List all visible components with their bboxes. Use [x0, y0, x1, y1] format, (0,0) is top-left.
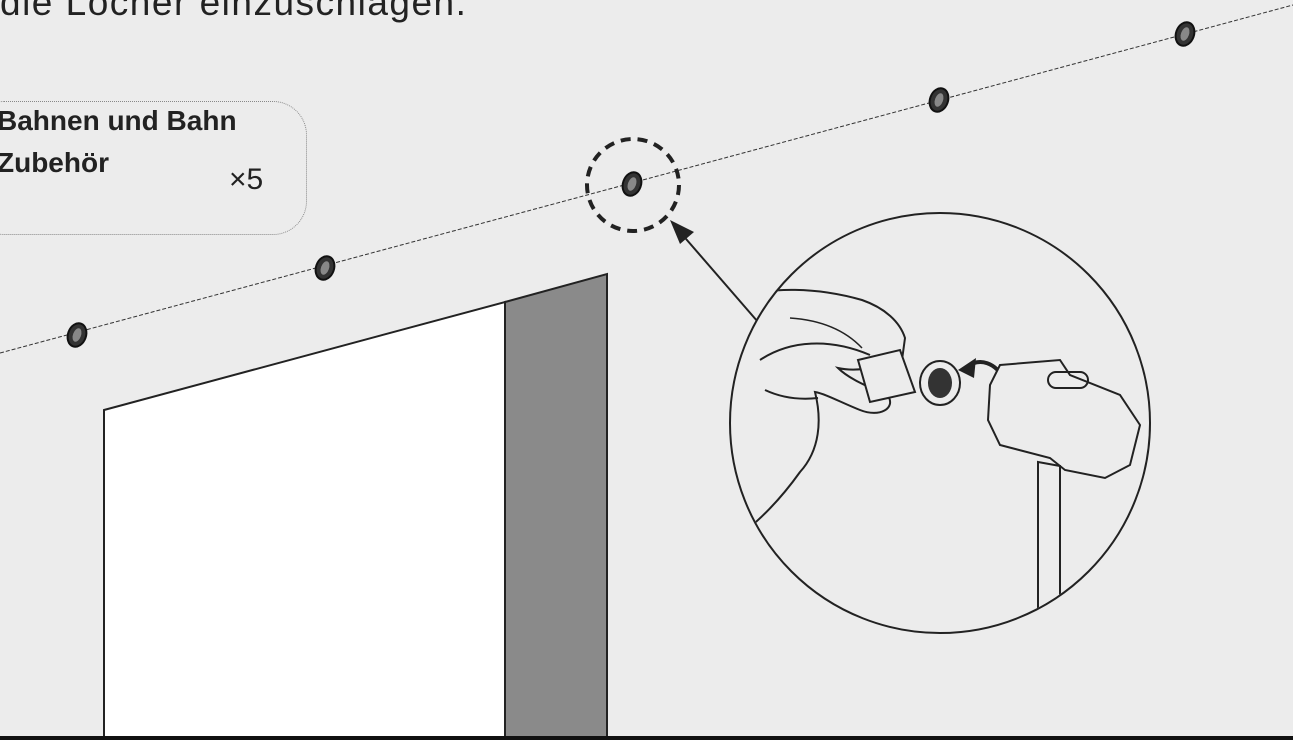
drill-hole [314, 255, 336, 281]
arrow-head-icon [670, 220, 694, 244]
wall-panel [103, 300, 506, 740]
hammer-icon [986, 358, 1142, 480]
hand-inserting-anchor [731, 288, 1142, 632]
highlight-circle [585, 137, 681, 233]
drill-hole [1174, 21, 1196, 47]
accessory-quantity: ×5 [229, 163, 264, 196]
drill-guide-line [0, 4, 1293, 354]
pointer-arrow [679, 231, 759, 323]
wall-side [504, 272, 608, 740]
accessory-box [0, 101, 307, 235]
accessory-label-line2: Zubehör [0, 147, 109, 178]
drill-hole [621, 171, 643, 197]
instruction-text: die Löcher einzuschlagen. [0, 0, 468, 23]
drill-hole [928, 87, 950, 113]
accessory-label-line1: Bahnen und Bahn [0, 105, 237, 136]
drill-hole [66, 322, 88, 348]
